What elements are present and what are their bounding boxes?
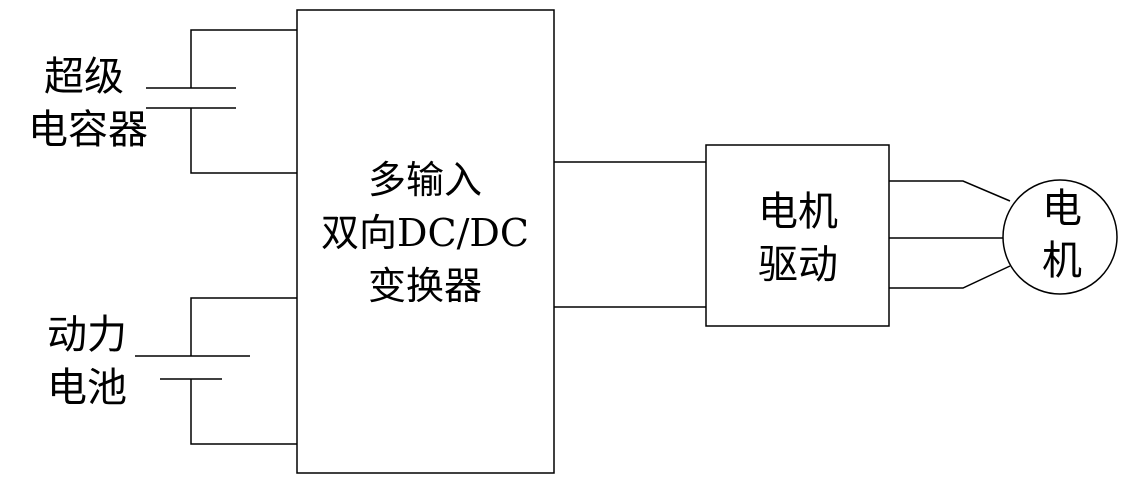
supercap-top-wire — [190, 29, 297, 88]
converter-label-line2: 双向DC/DC — [321, 211, 529, 255]
battery-label-line1: 动力 — [47, 312, 127, 358]
battery-wiring — [135, 297, 297, 445]
supercap-label-line2: 电容器 — [28, 107, 148, 153]
converter-label-line1: 多输入 — [368, 158, 482, 202]
supercap-label-line1: 超级 — [44, 54, 124, 100]
converter-box — [296, 9, 555, 474]
supercapacitor-wiring — [146, 29, 297, 174]
battery-label-line2: 电池 — [47, 365, 127, 411]
supercap-bottom-wire — [190, 108, 297, 174]
converter-label-line3: 变换器 — [368, 264, 482, 308]
three-phase-wires — [889, 180, 1011, 289]
phase-wire-c — [889, 265, 1011, 289]
battery-top-wire — [190, 297, 297, 356]
phase-wire-a — [889, 180, 1011, 202]
battery-bottom-wire — [190, 379, 297, 445]
motor-drive-label-line1: 电机 — [758, 189, 838, 235]
motor-circle — [1002, 179, 1118, 295]
motor-label-line2: 机 — [1042, 238, 1082, 284]
motor-drive-box — [705, 144, 890, 327]
motor-drive-label-line2: 驱动 — [758, 242, 838, 288]
motor-label-line1: 电 — [1042, 186, 1082, 232]
